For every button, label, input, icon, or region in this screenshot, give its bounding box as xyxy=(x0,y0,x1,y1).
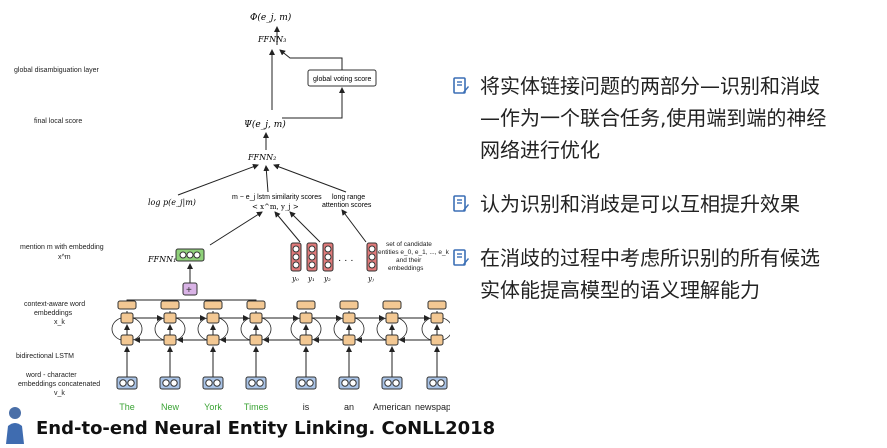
token-word: newspaper xyxy=(415,402,450,412)
lstm-cell-box xyxy=(342,334,356,346)
context-embedding-box xyxy=(203,300,223,310)
token-column: Times xyxy=(240,300,272,412)
lstm-cell-box xyxy=(120,334,134,346)
lstm-cell-box xyxy=(430,312,444,324)
bullet-1-line2: —作为一个联合任务,使用端到端的神经 xyxy=(480,106,827,130)
candidate-desc-line4: embeddings xyxy=(388,265,424,272)
token-column: The xyxy=(111,300,143,412)
lstm-cell-box xyxy=(299,312,313,324)
token-word: is xyxy=(303,402,310,412)
label-global-layer: global disambiguation layer xyxy=(14,67,99,74)
label-word-line3: v_k xyxy=(54,390,65,397)
token-column: York xyxy=(197,300,229,412)
token-word: York xyxy=(204,402,222,412)
bullet-3-line2: 实体能提高模型的语义理解能力 xyxy=(480,278,760,302)
candidate-embedding: yⱼ xyxy=(366,242,378,283)
document-edit-icon xyxy=(453,249,469,266)
token-word: Times xyxy=(244,402,269,412)
candidate-label: y₂ xyxy=(323,275,331,283)
context-embedding-box xyxy=(160,300,180,310)
model-architecture-diagram: global disambiguation layer final local … xyxy=(14,12,450,412)
candidate-embedding: y₁ xyxy=(306,242,318,283)
bullet-1-line3: 网络进行优化 xyxy=(480,138,600,162)
plus-combine-box xyxy=(182,282,198,296)
lstm-cell-box xyxy=(120,312,134,324)
ffnn1-label: FFNN₁ xyxy=(147,255,176,264)
lstm-cell-box xyxy=(163,334,177,346)
label-mention-line2: x^m xyxy=(58,254,71,261)
bullet-item-3: 在消歧的过程中考虑所识别的所有候选 实体能提高模型的语义理解能力 xyxy=(452,242,882,306)
token-column: newspaper xyxy=(415,300,450,412)
output-phi-label: Φ(e_j, m) xyxy=(250,12,292,23)
logp-label: log p(e_j|m) xyxy=(148,198,196,207)
token-column: an xyxy=(333,300,365,412)
candidate-desc-line2: entities e_0, e_1, ..., e_k xyxy=(378,249,450,256)
lstm-cell-box xyxy=(206,312,220,324)
bullet-list: 将实体链接问题的两部分—识别和消歧 —作为一个联合任务,使用端到端的神经 网络进… xyxy=(452,70,882,328)
bullet-1-line1: 将实体链接问题的两部分—识别和消歧 xyxy=(480,74,820,98)
candidate-desc-line1: set of candidate xyxy=(386,241,432,248)
token-column: American xyxy=(373,300,411,412)
candidate-label: y₁ xyxy=(307,275,315,283)
lstm-cell-box xyxy=(385,334,399,346)
global-voting-label: global voting score xyxy=(313,76,371,83)
token-word: New xyxy=(161,402,180,412)
sim-label-line2: < x^m, y_j > xyxy=(252,203,299,211)
lstm-cell-box xyxy=(299,334,313,346)
label-context-line3: x_k xyxy=(54,319,65,326)
presenter-avatar-icon xyxy=(6,407,24,444)
lstm-cell-box xyxy=(206,334,220,346)
bullet-item-2: 认为识别和消歧是可以互相提升效果 xyxy=(452,188,882,220)
label-word-line1: word - character xyxy=(25,372,77,379)
candidate-label: yⱼ xyxy=(367,275,374,283)
document-edit-icon xyxy=(453,195,469,212)
ffnn2-label: FFNN₂ xyxy=(247,153,276,162)
sim-label-line1: m − e_j lstm similarity scores xyxy=(232,194,322,201)
candidate-dots: · · · xyxy=(338,255,354,266)
token-column: New xyxy=(154,300,186,412)
candidate-desc-line3: and their xyxy=(396,257,422,264)
citation-text: End-to-end Neural Entity Linking. CoNLL2… xyxy=(36,418,496,439)
candidate-embedding: y₀ xyxy=(290,242,302,283)
label-bilstm: bidirectional LSTM xyxy=(16,353,74,360)
context-embedding-box xyxy=(382,300,402,310)
context-embedding-box xyxy=(427,300,447,310)
label-mention-line1: mention m with embedding xyxy=(20,244,104,251)
lstm-cell-box xyxy=(249,312,263,324)
ffnn3-label: FFNN₃ xyxy=(257,35,286,44)
label-final-local: final local score xyxy=(34,118,82,125)
candidate-label: y₀ xyxy=(291,275,299,283)
token-word: American xyxy=(373,402,411,412)
lstm-cell-box xyxy=(163,312,177,324)
token-word: The xyxy=(119,402,135,412)
context-embedding-box xyxy=(246,300,266,310)
bullet-3-line1: 在消歧的过程中考虑所识别的所有候选 xyxy=(480,246,820,270)
context-embedding-box xyxy=(117,300,137,310)
svg-text:+: + xyxy=(186,285,192,296)
context-embedding-box xyxy=(339,300,359,310)
document-edit-icon xyxy=(453,77,469,94)
lstm-cell-box xyxy=(430,334,444,346)
bullet-2-line1: 认为识别和消歧是可以互相提升效果 xyxy=(480,192,800,216)
context-embedding-box xyxy=(296,300,316,310)
token-word: an xyxy=(344,402,354,412)
bullet-item-1: 将实体链接问题的两部分—识别和消歧 —作为一个联合任务,使用端到端的神经 网络进… xyxy=(452,70,882,166)
label-word-line2: embeddings concatenated xyxy=(18,381,100,388)
long-range-line2: attention scores xyxy=(322,202,372,209)
label-context-line2: embeddings xyxy=(34,310,73,317)
lstm-cell-box xyxy=(342,312,356,324)
candidate-embedding: y₂ xyxy=(322,242,334,283)
final-local-psi-label: Ψ(e_j, m) xyxy=(244,119,286,130)
lstm-cell-box xyxy=(385,312,399,324)
long-range-line1: long range xyxy=(332,194,365,201)
label-context-line1: context-aware word xyxy=(24,301,85,308)
lstm-cell-box xyxy=(249,334,263,346)
